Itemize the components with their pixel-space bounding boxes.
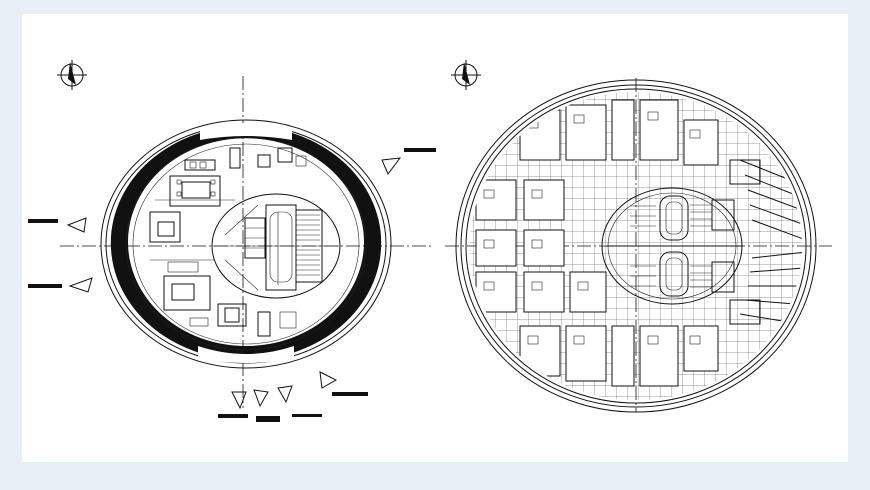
north-arrow-icon — [451, 60, 481, 90]
furniture-rooms — [149, 147, 307, 337]
section-marker-icon — [28, 148, 436, 422]
office-cells — [475, 99, 802, 387]
left-floor-plan — [28, 76, 436, 422]
north-arrow-icon — [57, 60, 87, 90]
inner-core — [601, 187, 743, 305]
right-floor-plan — [445, 78, 832, 413]
core-block — [224, 204, 323, 291]
